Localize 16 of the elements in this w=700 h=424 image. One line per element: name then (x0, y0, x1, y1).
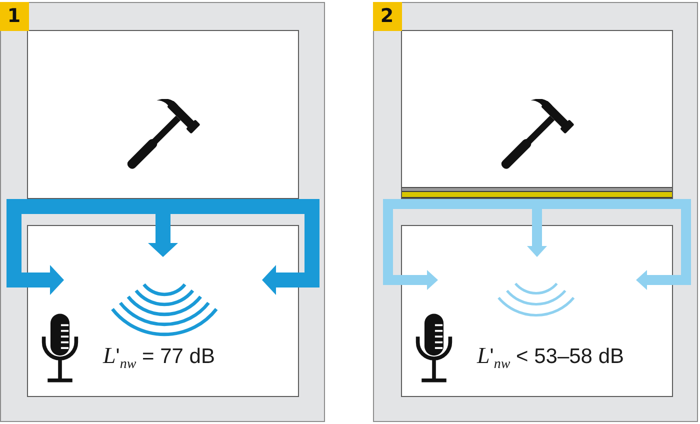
arrow (170, 199, 320, 295)
arrow (148, 199, 178, 257)
building-section (0, 2, 325, 422)
building-section (373, 2, 698, 422)
sound-level-text: L'$_{nw}$ = 77 dB (103, 343, 215, 370)
upper-room (401, 30, 673, 199)
arrow (542, 199, 691, 290)
sound-level-text: L'$_{nw}$ < 53–58 dB (477, 343, 624, 370)
arrow (383, 199, 532, 290)
panel-number: 2 (372, 2, 402, 30)
panel-number: 1 (0, 2, 28, 30)
arrow (527, 199, 547, 257)
lower-room (27, 225, 299, 397)
arrow (6, 199, 156, 295)
lower-room (401, 225, 673, 397)
upper-room (27, 30, 299, 199)
